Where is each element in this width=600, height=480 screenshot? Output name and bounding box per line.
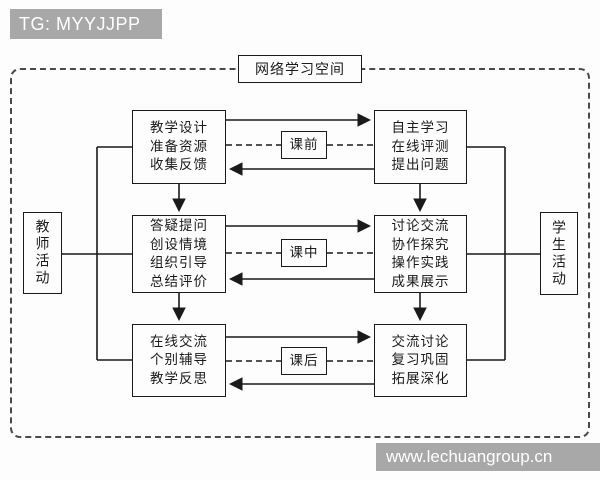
teacher-in-class-box: 答疑提问 创设情境 组织引导 总结评价 (132, 215, 226, 293)
teacher-pre-class-box: 教学设计 准备资源 收集反馈 (132, 110, 226, 184)
phase-after-class-box: 课后 (281, 347, 327, 375)
watermark-telegram: TG: MYYJJPP (10, 9, 162, 39)
diagram-title: 网络学习空间 (238, 55, 362, 83)
watermark-website: www.lechuangroup.cn (376, 443, 600, 471)
teacher-activities-box: 教师活动 (23, 212, 62, 294)
teacher-after-class-box: 在线交流 个别辅导 教学反思 (132, 324, 226, 397)
student-in-class-box: 讨论交流 协作探究 操作实践 成果展示 (374, 215, 467, 293)
student-after-class-box: 交流讨论 复习巩固 拓展深化 (374, 324, 467, 397)
phase-in-class-box: 课中 (281, 239, 327, 267)
phase-pre-class-box: 课前 (281, 131, 327, 159)
student-pre-class-box: 自主学习 在线评测 提出问题 (374, 110, 467, 184)
student-activities-box: 学生活动 (540, 212, 578, 295)
